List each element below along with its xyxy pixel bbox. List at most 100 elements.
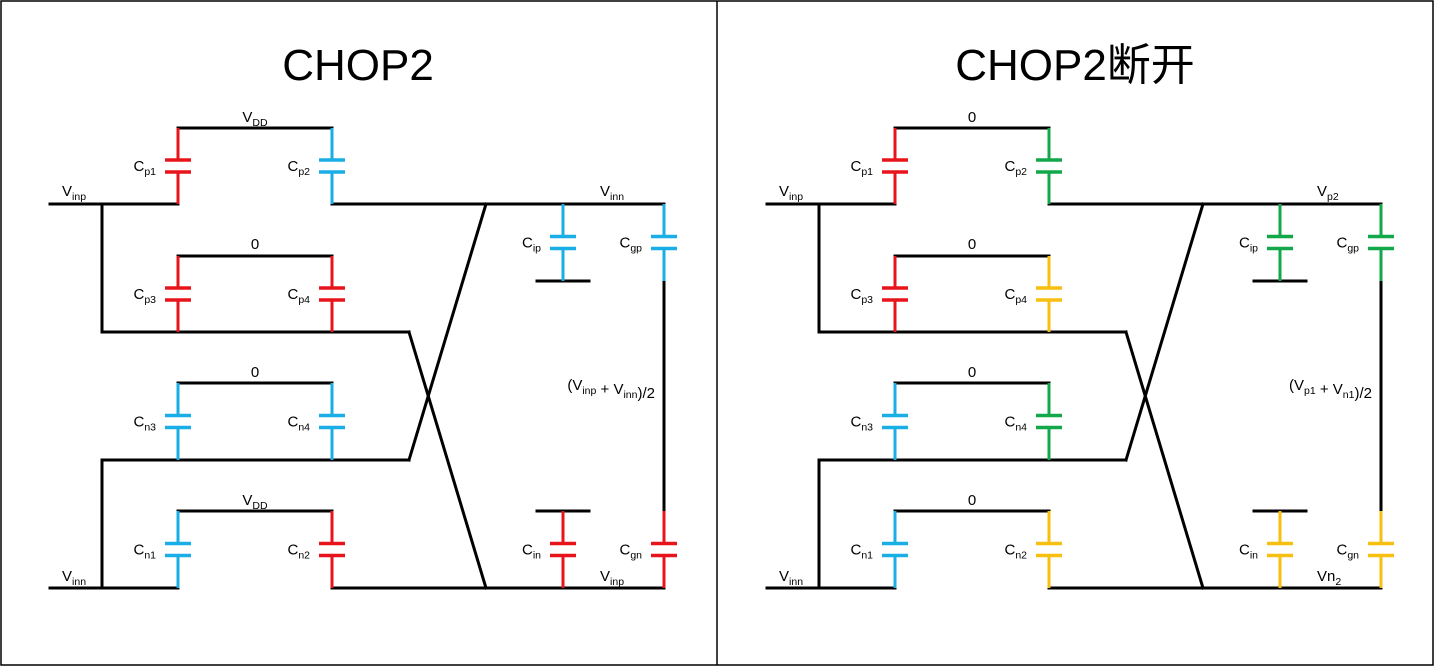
cap-cp1-label-subscript: p1 [861, 166, 873, 178]
cap-cp3: Cp3 [133, 256, 191, 332]
cap-cin: Cin [1239, 511, 1293, 588]
cap-cp2: Cp2 [1004, 128, 1062, 204]
cap-cn4-label-main: C [287, 414, 298, 431]
cap-cn3: Cn3 [850, 383, 908, 460]
cap-cin-label: Cin [1239, 542, 1258, 562]
common-mode-subscript: n1 [1343, 389, 1355, 401]
vinn-left-label: Vinn [62, 568, 86, 588]
cap-cn2: Cn2 [287, 511, 345, 588]
cap-cp2-label-subscript: p2 [298, 166, 310, 178]
cap-cn4-label: Cn4 [287, 414, 310, 434]
cap-cgp-label-main: C [1336, 235, 1347, 252]
cap-cip-label-main: C [1239, 235, 1250, 252]
cap-cp4-label-subscript: p4 [1015, 294, 1027, 306]
top-node-label-main: V [600, 183, 610, 200]
cap-cp3-label-main: C [133, 286, 144, 303]
cap-cp2-label-main: C [287, 158, 298, 175]
cap-cp4-label-main: C [1004, 286, 1015, 303]
vinp-left-label-subscript: inp [789, 191, 803, 203]
vinn-left-label-main: V [62, 568, 72, 585]
cap-cn1-label-main: C [133, 542, 144, 559]
vinn-left-rail [48, 458, 411, 590]
cap-cgn-label-main: C [1336, 542, 1347, 559]
cap-cin-label-main: C [522, 542, 533, 559]
cross-wire-down [407, 330, 488, 590]
cap-cgp-label: Cgp [619, 235, 642, 255]
common-mode-subscript: p1 [1304, 385, 1316, 397]
cap-cn2-label-main: C [287, 542, 298, 559]
bottom-node-label-subscript: inp [610, 576, 624, 588]
vdd-bottom-label-main: V [242, 492, 252, 509]
cap-cgp-label-subscript: gp [630, 243, 642, 255]
cap-cp1-label-main: C [850, 158, 861, 175]
cap-cgp-label: Cgp [1336, 235, 1359, 255]
cap-cip-label-main: C [522, 235, 533, 252]
cap-cp4-label: Cp4 [1004, 286, 1027, 306]
zero-label-lower: 0 [968, 364, 976, 381]
cap-cp2-label: Cp2 [287, 158, 310, 178]
cap-cn4: Cn4 [1004, 383, 1062, 460]
cap-cip-label-subscript: ip [533, 243, 541, 255]
vdd-top-label-main: V [242, 109, 252, 126]
cap-cp3-label: Cp3 [133, 286, 156, 306]
cap-cgn-label: Cgn [1336, 542, 1359, 562]
vinp-left-label: Vinp [62, 183, 86, 203]
vinp-left-label-subscript: inp [72, 191, 86, 203]
cross-wire-up [407, 202, 488, 462]
cap-cn4-label-main: C [1004, 414, 1015, 431]
cap-cip-label-subscript: ip [1250, 243, 1258, 255]
common-mode-text: )/2 [637, 385, 655, 402]
common-mode-subscript: inn [623, 389, 637, 401]
cap-cp2-label: Cp2 [1004, 158, 1027, 178]
cap-cgn-label-subscript: gn [630, 550, 642, 562]
bottom-node-label-subscript: 2 [1335, 576, 1341, 588]
top-node-label: Vp2 [1317, 183, 1339, 203]
cap-cn3-label-main: C [850, 414, 861, 431]
vdd-bottom-label: VDD [242, 492, 268, 512]
cap-cp4-label: Cp4 [287, 286, 310, 306]
cap-cp4-label-subscript: p4 [298, 294, 310, 306]
top-node-label-subscript: inn [610, 191, 624, 203]
cap-cp2-label-main: C [1004, 158, 1015, 175]
common-mode-subscript: inp [582, 385, 596, 397]
cap-cgp-label-subscript: gp [1347, 243, 1359, 255]
vdd-top-label-subscript: DD [252, 117, 268, 129]
vinp-left-label-main: V [779, 183, 789, 200]
bottom-node-label-main: V [600, 568, 610, 585]
vinn-left-rail [765, 458, 1128, 590]
cross-wire-down [1124, 330, 1205, 590]
common-mode-label: (Vinp + Vinn)/2 [567, 377, 655, 402]
common-mode-text: (V [567, 377, 582, 394]
cap-cn2-label: Cn2 [287, 542, 310, 562]
cap-cp2: Cp2 [287, 128, 345, 204]
cap-cp3-label-subscript: p3 [861, 294, 873, 306]
cap-cn3-label-main: C [133, 414, 144, 431]
cap-cgp: Cgp [619, 204, 677, 281]
common-mode-label: (Vp1 + Vn1)/2 [1289, 377, 1372, 402]
cap-cp1-label: Cp1 [850, 158, 873, 178]
vinn-left-label: Vinn [779, 568, 803, 588]
cap-cn2-label-subscript: n2 [298, 550, 310, 562]
top-node-label-main: V [1317, 183, 1327, 200]
cap-cip-label: Cip [1239, 235, 1258, 255]
cap-cgn-label-main: C [619, 542, 630, 559]
cap-cp3: Cp3 [850, 256, 908, 332]
cap-cp3-label: Cp3 [850, 286, 873, 306]
cap-cn2-label: Cn2 [1004, 542, 1027, 562]
cap-cin-label-subscript: in [533, 550, 541, 562]
cap-cgn-label-subscript: gn [1347, 550, 1359, 562]
cap-cip-label: Cip [522, 235, 541, 255]
cap-cn1: Cn1 [850, 511, 908, 588]
vinp-left-label-main: V [62, 183, 72, 200]
cap-cn1: Cn1 [133, 511, 191, 588]
cap-cn3: Cn3 [133, 383, 191, 460]
top-node-label-subscript: p2 [1327, 191, 1339, 203]
cap-cp1: Cp1 [850, 128, 908, 204]
cap-cp4-label-main: C [287, 286, 298, 303]
zero-label-upper: 0 [251, 236, 259, 253]
cap-cin: Cin [522, 511, 576, 588]
cap-cn2-label-main: C [1004, 542, 1015, 559]
